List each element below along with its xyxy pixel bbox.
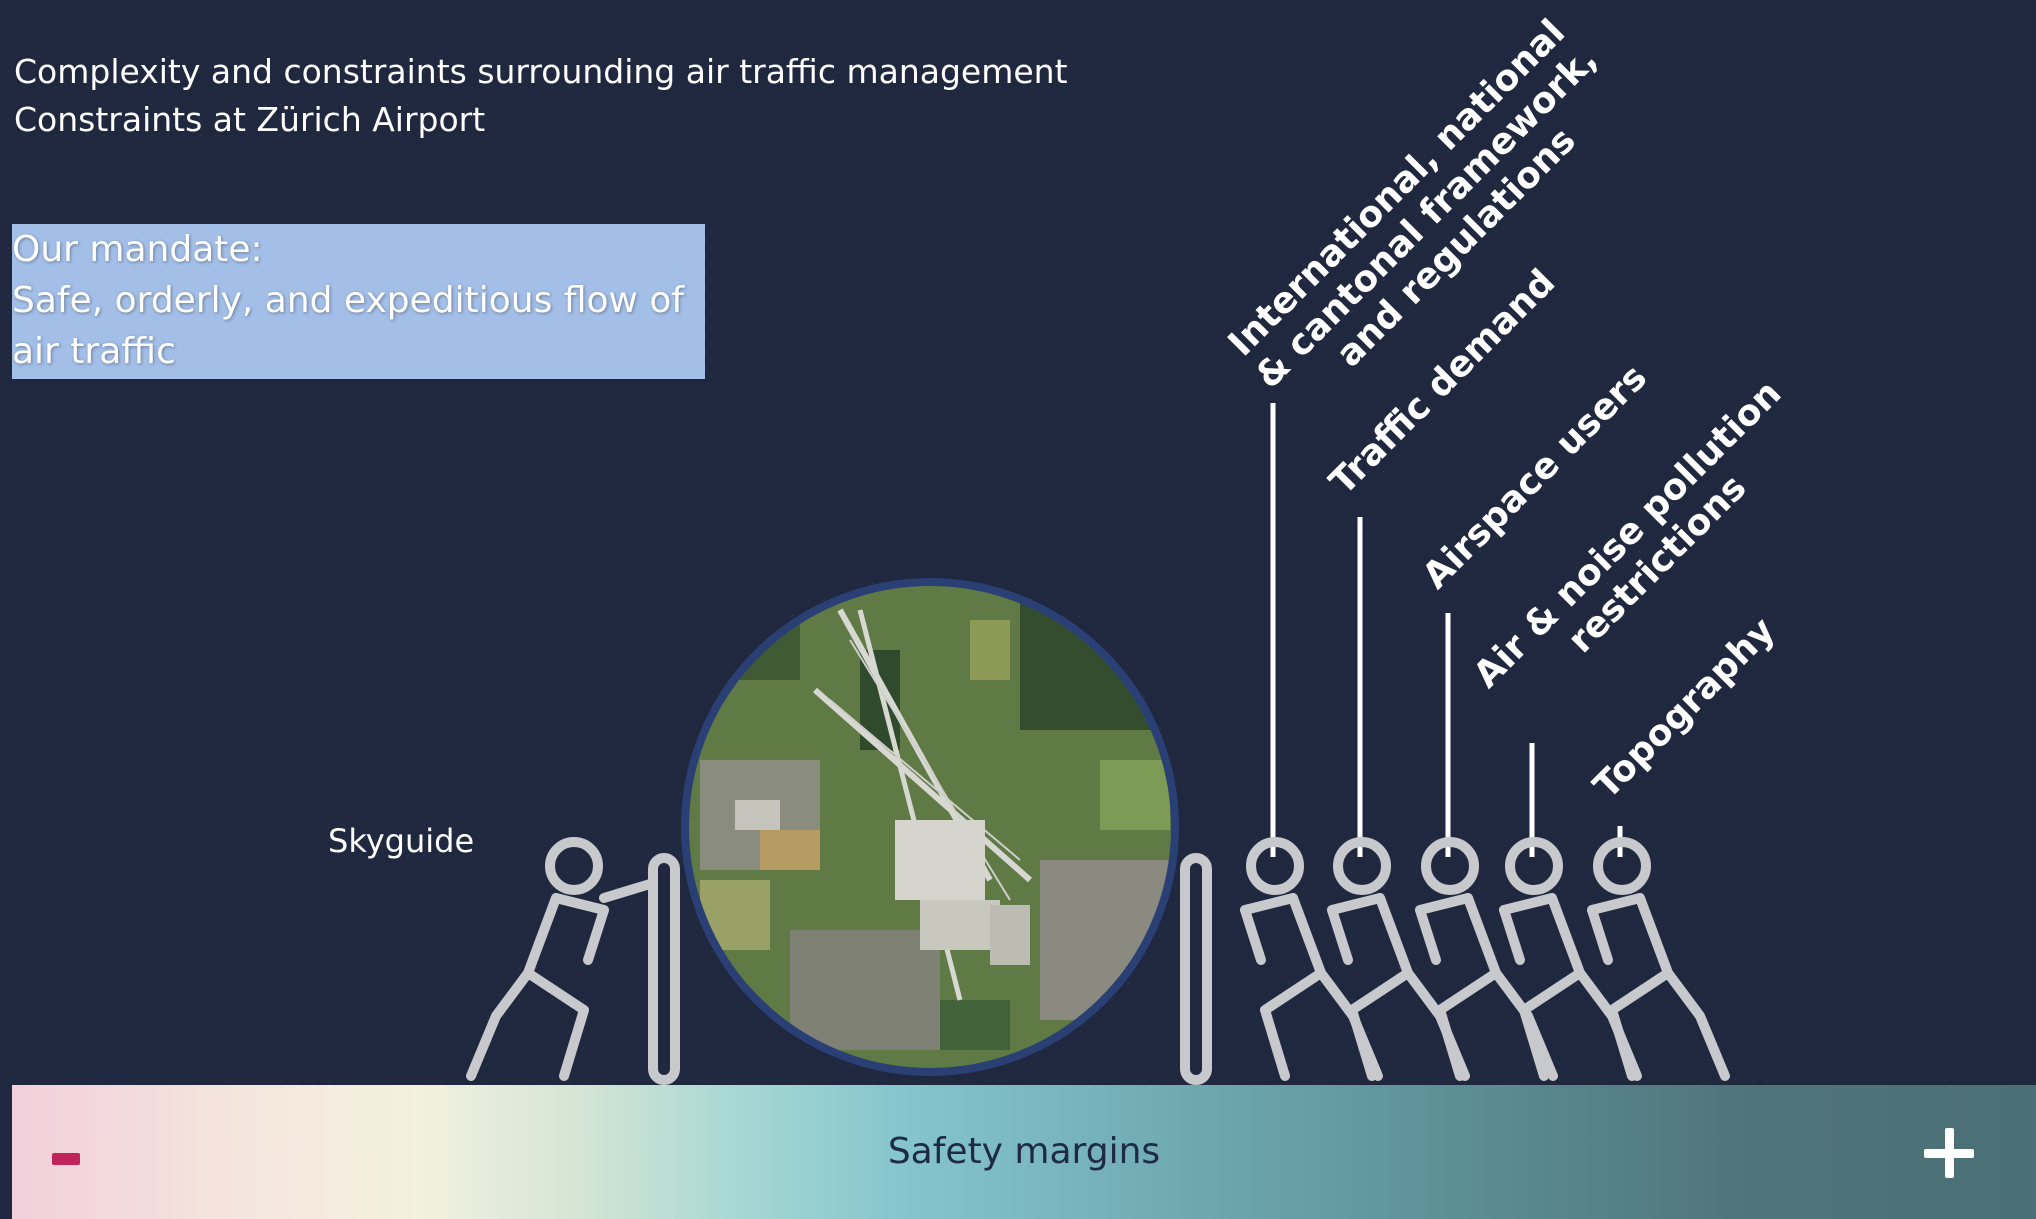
pushing-person-icon — [1592, 842, 1725, 1076]
header: Complexity and constraints surrounding a… — [14, 48, 1068, 144]
mandate-text: Safe, orderly, and expeditious flow of a… — [12, 280, 685, 372]
page-title: Complexity and constraints surrounding a… — [14, 52, 1068, 91]
safety-margins-bar: Safety margins — [12, 1085, 2036, 1219]
right-pole — [1180, 853, 1212, 1085]
plus-icon — [1924, 1128, 1974, 1178]
page-subtitle: Constraints at Zürich Airport — [14, 100, 486, 139]
mandate-heading: Our mandate: — [12, 229, 263, 270]
minus-icon — [52, 1153, 80, 1165]
skyguide-pushing-figure — [471, 842, 680, 1085]
safety-margins-label: Safety margins — [887, 1131, 1161, 1172]
skyguide-label: Skyguide — [328, 822, 475, 860]
airport-satellite-globe-icon — [681, 578, 1179, 1076]
constraint-pushing-figures — [1245, 842, 1725, 1076]
mandate-box: Our mandate: Safe, orderly, and expediti… — [12, 224, 705, 379]
